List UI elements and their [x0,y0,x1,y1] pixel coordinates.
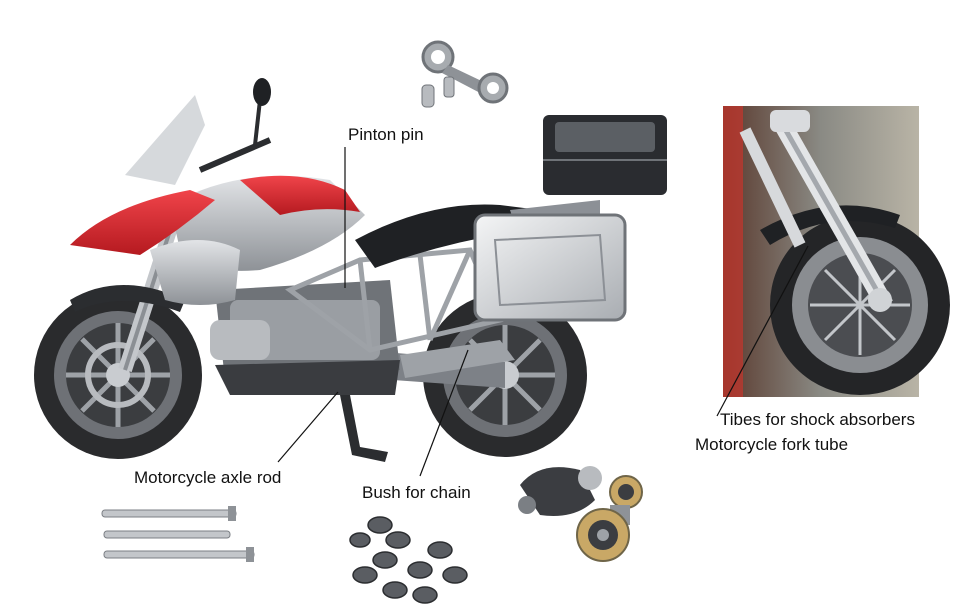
handlebar [198,78,272,173]
front-fender [70,285,185,312]
chain-icon [349,516,468,604]
front-wheel [34,291,202,459]
engine-block [210,280,400,395]
front-fairing [70,190,215,255]
connecting-rod-icon [421,40,509,108]
windscreen [125,95,205,185]
side-panel [150,240,240,305]
label-pinton-pin: Pinton pin [348,125,424,144]
side-stand [340,395,388,462]
exhaust [400,340,515,378]
axle-rod-leader [277,391,339,463]
pannier [473,213,627,322]
top-case [543,115,667,195]
fork-tube-photo [723,106,950,397]
label-tibes-for-shock-absorbers: Tibes for shock absorbers [720,410,915,429]
motorcycle-illustration [34,78,667,462]
label-fork-tube: Motorcycle fork tube [695,435,849,454]
label-axle-rod: Motorcycle axle rod [134,468,282,487]
bush-chain-leader [419,349,469,477]
leader-lines [277,147,809,477]
fork-tube-leader [716,245,809,417]
label-bush-for-chain: Bush for chain [362,483,471,502]
axle-rod-icon [101,506,255,562]
bushing-icon [518,466,643,562]
